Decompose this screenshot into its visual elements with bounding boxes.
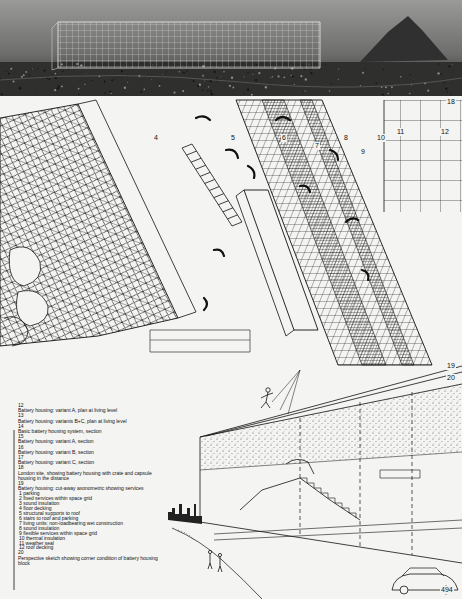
site-photo bbox=[0, 0, 462, 96]
figure-number: 9 bbox=[360, 148, 366, 156]
caption-text: Battery housing: variant A, plan at livi… bbox=[18, 408, 160, 413]
figure-number: 10 bbox=[376, 134, 386, 142]
figure-number: 7 bbox=[314, 142, 320, 150]
caption-text: Battery housing: variant A, section bbox=[18, 439, 160, 444]
caption-block: 12Battery housing: variant A, plan at li… bbox=[18, 403, 160, 566]
figure-number: 6 bbox=[281, 134, 287, 142]
figure-number: 19 bbox=[446, 362, 456, 370]
perspective-sketch bbox=[14, 366, 462, 599]
figure-number: 12 bbox=[440, 128, 450, 136]
figure-number: 494 bbox=[440, 586, 454, 594]
caption-text: Perspective sketch showing corner condit… bbox=[18, 556, 160, 566]
caption-text: Battery housing: variant C, section bbox=[18, 460, 160, 465]
figure-number: 8 bbox=[343, 134, 349, 142]
figure-number: 18 bbox=[446, 98, 456, 106]
legend-item: 12 roof decking bbox=[18, 545, 160, 550]
caption-text: Battery housing: variants B+C, plan at l… bbox=[18, 419, 160, 424]
caption-text: Battery housing: variant B, section bbox=[18, 450, 160, 455]
figure-number: 11 bbox=[396, 128, 405, 136]
caption-text: Basic battery housing system, section bbox=[18, 429, 160, 434]
figure-number: 4 bbox=[153, 134, 159, 142]
caption-text: London site, showing battery housing wit… bbox=[18, 471, 160, 481]
figure-number: 5 bbox=[230, 134, 236, 142]
axonometric-drawing bbox=[0, 100, 462, 365]
figure-number: 20 bbox=[446, 374, 456, 382]
